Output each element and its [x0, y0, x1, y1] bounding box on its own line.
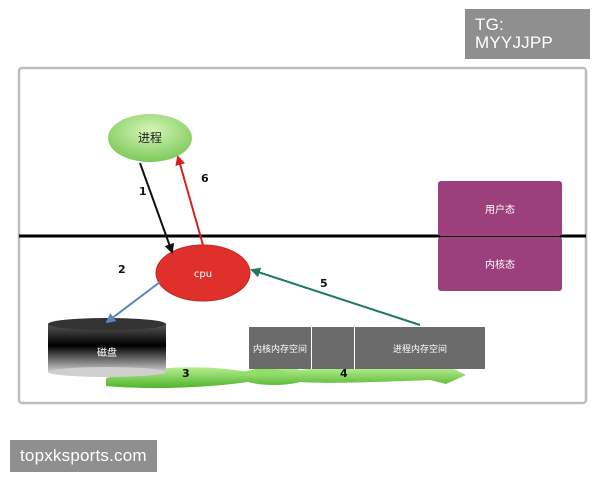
process-node: [108, 114, 192, 162]
kernel-mode-box: [438, 237, 562, 291]
arrow-5-memory-to-cpu: [250, 267, 421, 326]
user-mode-box: [438, 181, 562, 236]
cpu-label: cpu: [194, 269, 212, 280]
step-5-label: 5: [320, 277, 328, 290]
kernel-memory-box: [249, 327, 311, 369]
step-4-label: 4: [340, 367, 348, 380]
process-memory-label: 进程内存空间: [393, 343, 447, 355]
watermark-bottom: topxksports.com: [10, 440, 157, 472]
arrow-2-cpu-to-disk: [105, 281, 161, 324]
watermark-top: TG: MYYJJPP: [465, 9, 590, 59]
data-flow-band: [106, 365, 466, 389]
step-3-label: 3: [182, 367, 190, 380]
step-2-label: 2: [118, 263, 126, 276]
user-mode-label: 用户态: [485, 203, 515, 216]
kernel-memory-label: 内核内存空间: [253, 343, 307, 355]
kernel-mode-label: 内核态: [485, 258, 515, 271]
data-flow-band-hump: [230, 368, 300, 378]
memory-gap-box: [312, 327, 354, 369]
disk-top: [48, 318, 166, 330]
process-memory-box: [355, 327, 485, 369]
step-1-label: 1: [139, 185, 147, 198]
arrow-1-process-to-cpu: [139, 162, 174, 254]
disk-body: [48, 324, 166, 372]
disk-label: 磁盘: [97, 346, 117, 359]
arrow-6-cpu-to-process: [175, 155, 204, 246]
disk-bottom: [48, 367, 166, 377]
process-label: 进程: [138, 130, 162, 145]
step-6-label: 6: [201, 172, 209, 185]
